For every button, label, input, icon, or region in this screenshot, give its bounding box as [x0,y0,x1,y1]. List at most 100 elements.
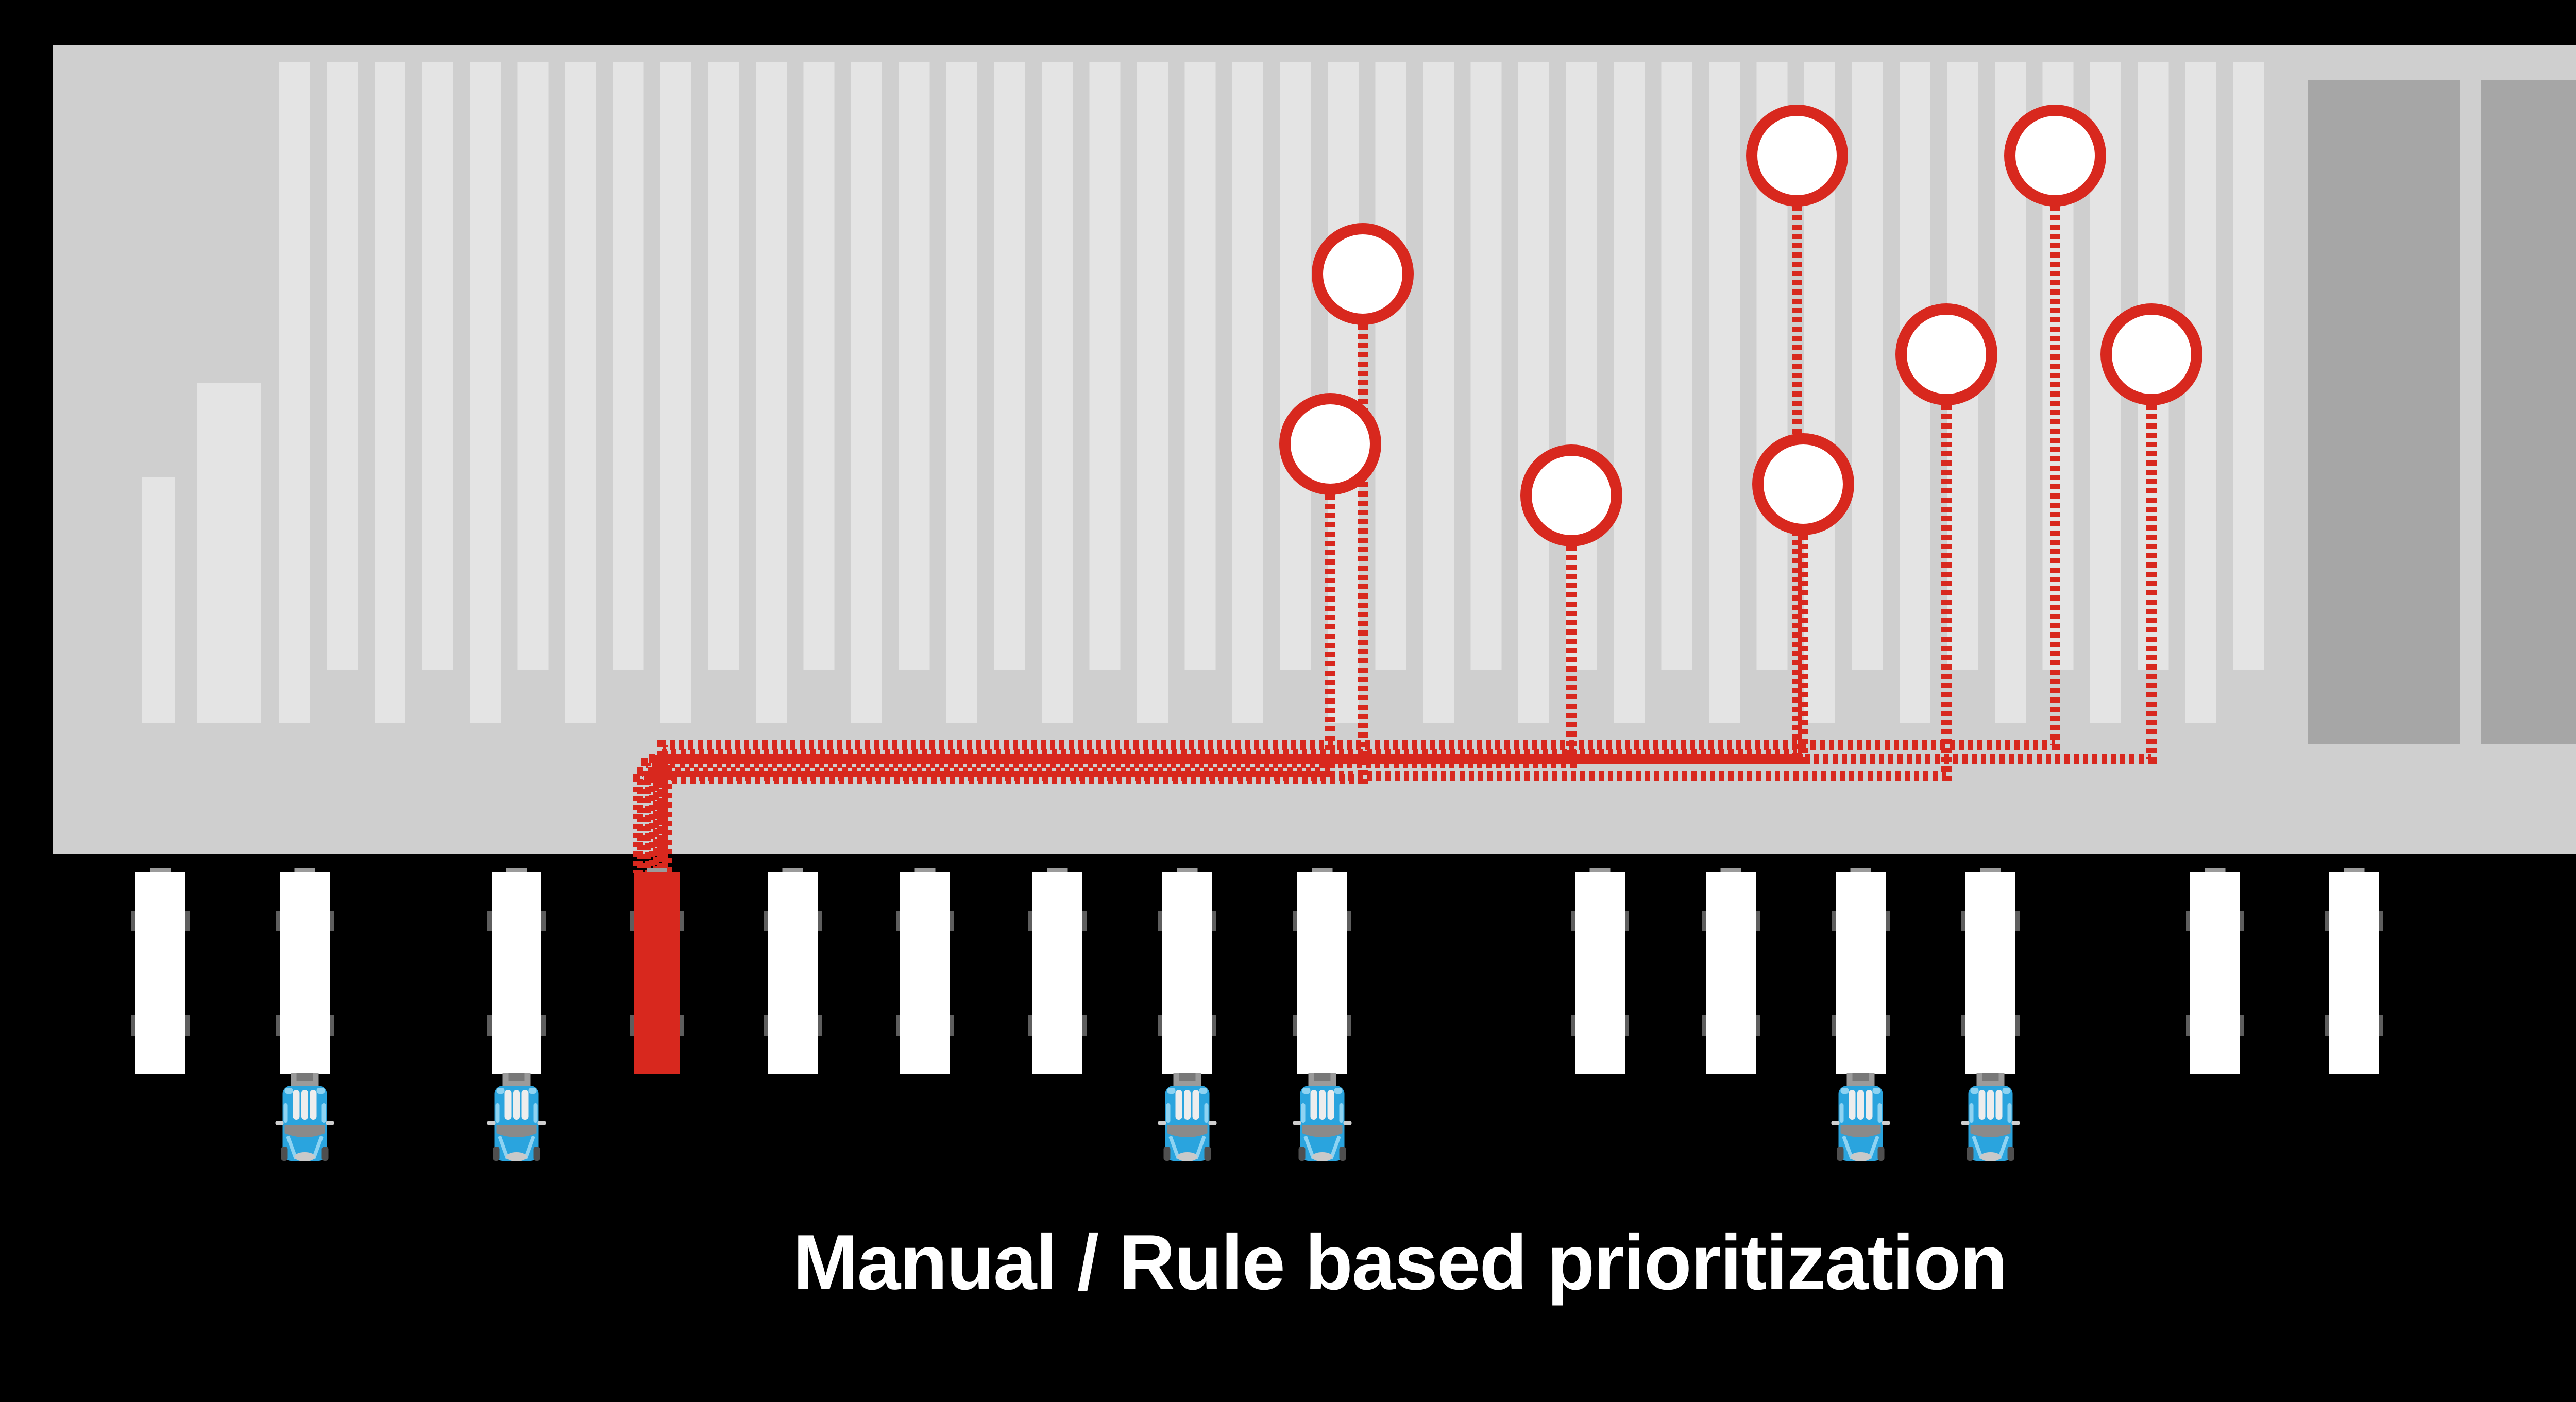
dock-bar [764,868,822,1074]
pick-location-circle [2004,105,2106,207]
dock-notch [1177,868,1198,874]
trailer-bar [135,872,185,1074]
truck-pillar [523,1135,535,1160]
truck-windshield [1840,1125,1881,1137]
truck-grill-bar [1327,1090,1334,1120]
truck-grill-bar [1310,1090,1317,1120]
truck-grill-bar [310,1090,317,1120]
trailer-bar [1575,872,1625,1074]
pick-location-circle [1895,303,1997,405]
truck-hitch-plate [1314,1073,1331,1081]
trailer-bar [900,872,950,1074]
truck-grill-bar [1319,1090,1326,1120]
truck-accent [1199,1088,1208,1094]
rack-stripe [375,62,405,723]
rack-stripe [613,62,644,670]
truck-roof [506,1152,527,1161]
rack-stripe [851,62,882,723]
dock-bar [276,868,334,1074]
dock-bar [1571,868,1629,1074]
truck-accent [1840,1088,1849,1094]
pick-location-circle [1520,444,1622,546]
dock-bar [487,868,546,1074]
rack-stripe [470,62,501,723]
pick-location-circle [1312,223,1414,325]
rack-stripe-short [142,477,175,723]
rack-stripe [994,62,1025,670]
truck-windshield [284,1125,325,1137]
truck-accent [2002,1088,2011,1094]
truck-pillar [286,1135,298,1160]
dock-notch [2205,868,2226,874]
route-path [637,494,1335,873]
pick-location-circle [1752,433,1854,535]
truck-hitch-plate [508,1073,525,1081]
truck-accent [1970,1088,1979,1094]
truck-icon [275,1073,334,1161]
trailer-bar [768,872,818,1074]
truck-bumper [1339,1147,1346,1161]
truck-mirror [1882,1121,1890,1125]
truck-bumper [1877,1147,1885,1161]
truck-pillar [312,1135,324,1160]
truck-pillar [1168,1135,1180,1160]
dock-bar [1293,868,1351,1074]
truck-roof [1312,1152,1333,1161]
route-path [645,405,1952,873]
truck-vent [1204,1103,1209,1123]
truck-bumper [493,1147,500,1161]
truck-windshield [496,1125,537,1137]
truck-grill-bar [1175,1090,1182,1120]
truck-icon [1831,1073,1890,1161]
pick-location-circle [1746,105,1848,207]
dock-notch [1850,868,1871,874]
truck-roof [1980,1152,2001,1161]
trailer-bar [492,872,541,1074]
dock-notch [1720,868,1741,874]
truck-bumper [2007,1147,2014,1161]
rack-stripe [1661,62,1692,670]
rack-stripe [946,62,977,723]
dock-bar-active [630,868,684,1074]
truck-grill-bar [521,1090,529,1120]
truck-vent [1339,1103,1344,1123]
rack-stripe [1184,62,1216,670]
dock-notch [914,868,936,874]
dock-bar [1158,868,1216,1074]
truck-bumper [1837,1147,1844,1161]
rack-stripe [565,62,596,723]
truck-vent [2007,1103,2012,1123]
truck-pillar [1303,1135,1315,1160]
rack-stripe [708,62,739,670]
truck-hitch-plate [1982,1073,1999,1081]
pick-locations [1279,105,2202,546]
trailer-bar [2190,872,2240,1074]
dock-notch [782,868,803,874]
route-path [657,206,2060,873]
rack-stripe [899,62,930,670]
truck-grill-bar [513,1090,520,1120]
truck-grill-bar [293,1090,300,1120]
truck-mirror [1961,1121,1970,1125]
truck-windshield [1302,1125,1343,1137]
rack-stripe [1518,62,1549,723]
pick-location-circle [1279,393,1381,495]
truck-bumper [281,1147,288,1161]
rack-stripe [1328,62,1359,723]
rack-stripe [2185,62,2216,723]
truck-grill-bar [1987,1090,1994,1120]
truck-mirror [326,1121,334,1125]
truck-accent [1334,1088,1343,1094]
truck-grill-bar [1184,1090,1191,1120]
rack-stripe [1852,62,1883,670]
truck-pillar [1194,1135,1206,1160]
rack-stripe [1709,62,1740,723]
dock-bar [1702,868,1760,1074]
route-path [662,405,2157,873]
truck-icon [487,1073,546,1161]
rack-stripe [1375,62,1406,670]
truck-windshield [1167,1125,1208,1137]
truck-pillar [1842,1135,1854,1160]
truck-accent [496,1088,505,1094]
rack-stripe [803,62,835,670]
